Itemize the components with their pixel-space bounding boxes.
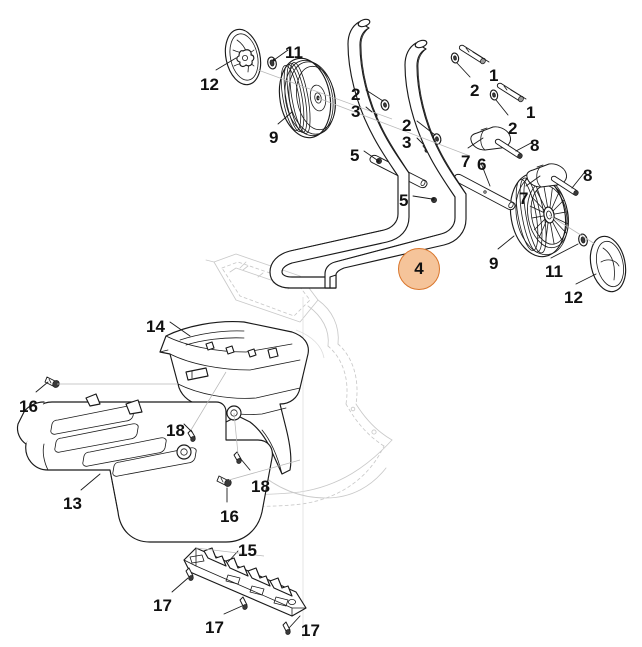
part-screw-right-cover: [216, 475, 232, 487]
callout-16-screw-left-cover: 16: [19, 397, 38, 416]
callout-8-pin-upper: 8: [530, 136, 540, 155]
callout-5-plug-upper: 5: [350, 146, 360, 165]
callout-13-deflector-cover: 13: [63, 494, 82, 513]
part-pin-lower: [550, 175, 579, 196]
callout-17-screw-scraper-mid: 17: [205, 618, 224, 637]
part-washer-upper-left: [380, 99, 390, 111]
callout-3-screw-lower-left: 3: [402, 133, 412, 152]
callout-17-screw-scraper-left: 17: [153, 596, 172, 615]
highlighted-callout-4-handle-frame[interactable]: 4: [398, 248, 440, 290]
callout-14-housing-cover: 14: [146, 317, 165, 336]
part-screw-scraper-left: [185, 567, 194, 581]
part-wheel-left: [278, 57, 336, 139]
callout-18-screw-housing-right: 18: [251, 477, 270, 496]
part-deflector-cover: [16, 393, 273, 543]
callout-1-bolt-upper: 1: [489, 66, 499, 85]
callout-7-bushing-lower: 7: [519, 189, 529, 208]
part-washer-lower-right: [489, 89, 499, 101]
part-bolt-lower: [496, 82, 524, 103]
callout-2-washer-lower-right: 2: [508, 119, 518, 138]
part-wheel-right: [509, 172, 569, 258]
callout-11-retaining-clip-right: 11: [545, 262, 563, 281]
callout-5-plug-lower: 5: [399, 191, 409, 210]
part-screw-scraper-mid: [239, 596, 248, 610]
part-retaining-clip-right: [578, 233, 588, 247]
callout-12-hub-cap-left: 12: [200, 75, 219, 94]
part-bolt-upper: [458, 44, 486, 65]
part-screw-housing-left: [187, 429, 196, 442]
callout-2-washer-upper-left: 2: [351, 85, 361, 104]
callout-16-screw-right-cover: 16: [220, 507, 239, 526]
part-hub-cap-left: [224, 28, 262, 86]
part-pin-upper: [494, 138, 523, 159]
part-washer-upper-right: [450, 52, 460, 64]
callout-2-washer-lower-left: 2: [402, 116, 412, 135]
callout-12-hub-cap-right: 12: [564, 288, 583, 307]
callout-7-bushing-upper: 7: [461, 152, 471, 171]
part-screw-housing-right: [233, 451, 242, 464]
callout-15-scraper-bar: 15: [238, 541, 257, 560]
callout-17-screw-scraper-right: 17: [301, 621, 320, 640]
callout-11-retaining-clip-left: 11: [285, 43, 303, 62]
part-handle-frame: [269, 18, 467, 289]
callout-8-pin-lower: 8: [583, 166, 593, 185]
leader-lines: [35, 49, 597, 629]
callout-9-wheel-right: 9: [489, 254, 499, 273]
callout-6-axle-rod: 6: [477, 155, 487, 174]
part-screw-scraper-right: [282, 621, 291, 635]
callout-2-washer-upper-right: 2: [470, 81, 480, 100]
callout-1-bolt-lower: 1: [526, 103, 536, 122]
part-axle-rod: [453, 173, 516, 211]
callout-18-screw-housing-left: 18: [166, 421, 185, 440]
part-screw-left-cover: [44, 376, 60, 388]
callout-3-screw-upper-left: 3: [351, 102, 361, 121]
callout-9-wheel-left: 9: [269, 128, 279, 147]
part-hub-cap-right: [589, 235, 627, 293]
